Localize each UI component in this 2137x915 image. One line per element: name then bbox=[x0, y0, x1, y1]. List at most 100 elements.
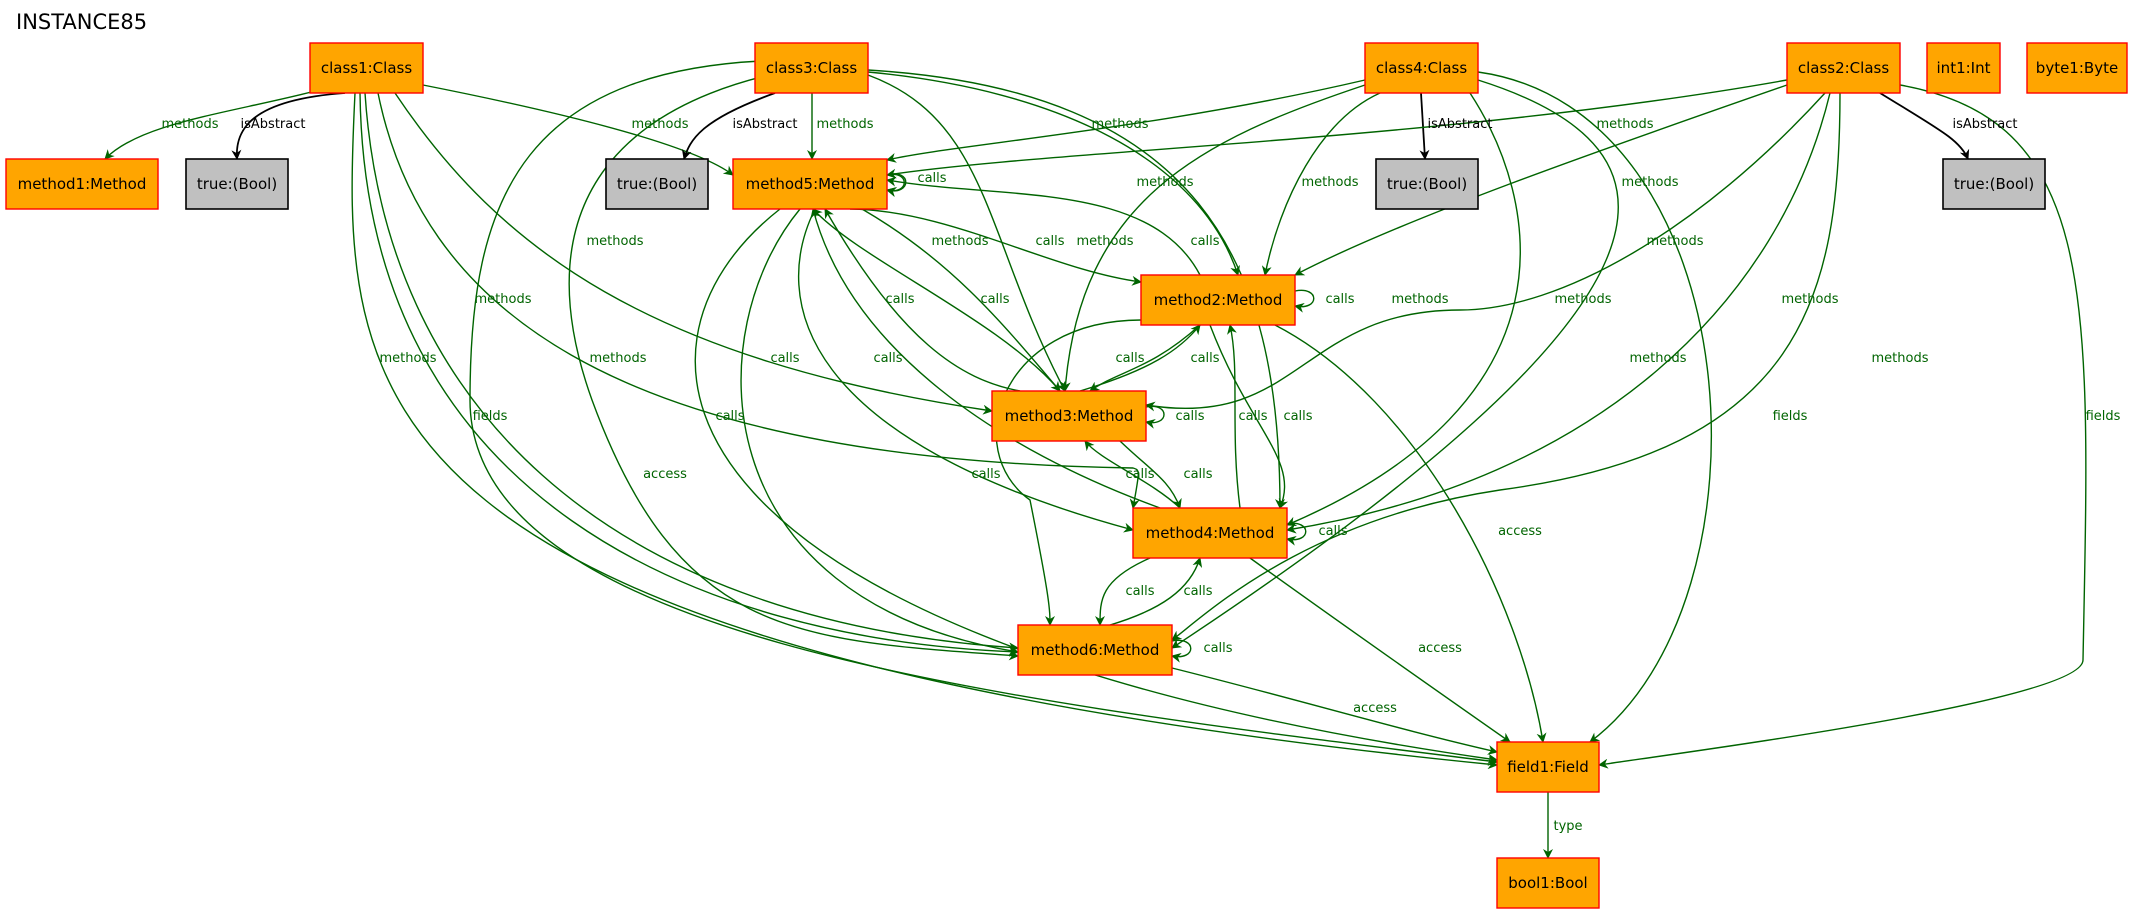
edge-methods bbox=[1286, 92, 1521, 527]
edge-label-methods: methods bbox=[632, 117, 689, 132]
edge-methods bbox=[377, 92, 1140, 509]
edge-label-calls: calls bbox=[715, 409, 744, 424]
edge-label-calls: calls bbox=[917, 171, 946, 186]
edge-label-methods: methods bbox=[475, 292, 532, 307]
node-bool_c4: true:(Bool) bbox=[1375, 158, 1479, 210]
edge-calls bbox=[1119, 440, 1182, 509]
edge-calls-self-loop bbox=[886, 173, 907, 197]
node-box bbox=[754, 42, 869, 94]
edge-methods bbox=[867, 69, 1285, 509]
edge-calls bbox=[812, 208, 1061, 392]
edge-label-methods: methods bbox=[162, 117, 219, 132]
edge-isabstract bbox=[1879, 92, 1970, 160]
edge-methods bbox=[1171, 92, 1841, 641]
node-box bbox=[5, 158, 159, 210]
node-bool1: bool1:Bool bbox=[1496, 857, 1600, 909]
edge-label-calls: calls bbox=[971, 467, 1000, 482]
node-label: class1:Class bbox=[321, 59, 412, 77]
edge-label-calls: calls bbox=[1190, 234, 1219, 249]
edge-label-calls: calls bbox=[1318, 524, 1347, 539]
edge-label-isabstract: isAbstract bbox=[733, 117, 798, 132]
edge-calls bbox=[824, 208, 1021, 392]
node-byte1: byte1:Byte bbox=[2026, 42, 2128, 94]
node-label: method1:Method bbox=[18, 175, 147, 193]
node-box bbox=[309, 42, 424, 94]
edge-label-access: access bbox=[643, 467, 687, 482]
edge-methods bbox=[422, 84, 734, 176]
edge-methods bbox=[1286, 92, 1831, 534]
edge-label-calls: calls bbox=[1325, 292, 1354, 307]
node-box bbox=[1017, 624, 1173, 676]
node-class1: class1:Class bbox=[309, 42, 424, 94]
edge-calls bbox=[861, 208, 1061, 392]
edge-label-methods: methods bbox=[1302, 175, 1359, 190]
edge-label-methods: methods bbox=[1392, 292, 1449, 307]
edge-label-calls: calls bbox=[1183, 467, 1212, 482]
node-box bbox=[1375, 158, 1479, 210]
edge-label-methods: methods bbox=[817, 117, 874, 132]
node-method5: method5:Method bbox=[732, 158, 888, 210]
edge-label-methods: methods bbox=[1597, 117, 1654, 132]
node-bool_c2: true:(Bool) bbox=[1942, 158, 2046, 210]
edge-label-access: access bbox=[1353, 701, 1397, 716]
edge-label-calls: calls bbox=[1238, 409, 1267, 424]
node-label: method2:Method bbox=[1154, 291, 1283, 309]
edge-label-calls: calls bbox=[1175, 409, 1204, 424]
node-box bbox=[2026, 42, 2128, 94]
edge-fields bbox=[351, 92, 1498, 770]
node-method1: method1:Method bbox=[5, 158, 159, 210]
edge-calls bbox=[849, 208, 1142, 286]
edge-calls bbox=[1209, 324, 1289, 509]
edge-label-methods: methods bbox=[1647, 234, 1704, 249]
edge-label-fields: fields bbox=[473, 409, 508, 424]
edge-methods bbox=[1145, 92, 1826, 412]
edge-label-calls: calls bbox=[885, 292, 914, 307]
edge-methods bbox=[886, 79, 1366, 163]
edge-methods bbox=[867, 71, 1240, 276]
node-label: class3:Class bbox=[766, 59, 857, 77]
edge-methods bbox=[394, 92, 993, 415]
node-box bbox=[732, 158, 888, 210]
edge-label-fields: fields bbox=[1773, 409, 1808, 424]
edge-label-calls: calls bbox=[1035, 234, 1064, 249]
edge-label-isabstract: isAbstract bbox=[1953, 117, 2018, 132]
edge-calls bbox=[740, 208, 1019, 656]
edge-access bbox=[1171, 667, 1498, 755]
edge-calls bbox=[1084, 440, 1181, 509]
edge-calls bbox=[1227, 324, 1241, 509]
node-label: method4:Method bbox=[1146, 524, 1275, 542]
node-class4: class4:Class bbox=[1364, 42, 1479, 94]
node-method2: method2:Method bbox=[1140, 274, 1296, 326]
edge-label-methods: methods bbox=[1555, 292, 1612, 307]
edge-label-type: type bbox=[1553, 819, 1582, 834]
node-box bbox=[1942, 158, 2046, 210]
node-label: int1:Int bbox=[1937, 59, 1991, 77]
node-box bbox=[185, 158, 289, 210]
edge-label-methods: methods bbox=[1872, 351, 1929, 366]
edge-label-methods: methods bbox=[932, 234, 989, 249]
edge-label-methods: methods bbox=[587, 234, 644, 249]
node-label: true:(Bool) bbox=[617, 175, 697, 193]
edge-label-calls: calls bbox=[1203, 641, 1232, 656]
edge-label-calls: calls bbox=[980, 292, 1009, 307]
edge-calls bbox=[886, 176, 1201, 276]
node-label: bool1:Bool bbox=[1508, 874, 1587, 892]
edge-label-isabstract: isAbstract bbox=[1428, 117, 1493, 132]
edge-access bbox=[1249, 557, 1511, 743]
node-box bbox=[1364, 42, 1479, 94]
edge-label-calls: calls bbox=[1190, 351, 1219, 366]
edge-calls bbox=[1079, 324, 1201, 392]
node-method3: method3:Method bbox=[991, 390, 1147, 442]
edge-calls bbox=[798, 208, 1134, 533]
edge-methods bbox=[359, 92, 1019, 657]
node-box bbox=[1496, 857, 1600, 909]
edge-fields bbox=[1477, 71, 1712, 743]
node-label: method6:Method bbox=[1031, 641, 1160, 659]
edge-methods bbox=[1060, 84, 1366, 392]
edge-label-isabstract: isAbstract bbox=[241, 117, 306, 132]
node-box bbox=[1926, 42, 2001, 94]
edge-label-methods: methods bbox=[1782, 292, 1839, 307]
edge-calls bbox=[1294, 289, 1315, 313]
edge-calls bbox=[1089, 324, 1201, 392]
node-box bbox=[605, 158, 709, 210]
